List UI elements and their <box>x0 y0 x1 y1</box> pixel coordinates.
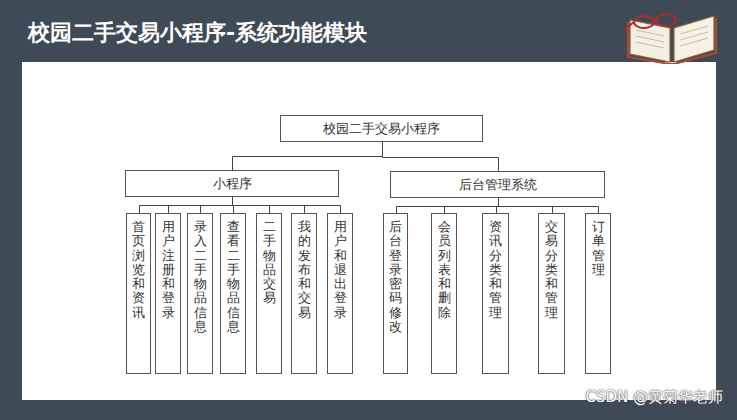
box-label: 二手物品交易 <box>263 220 276 306</box>
box-label: 校园二手交易小程序 <box>323 120 440 138</box>
tree-connector <box>233 142 383 170</box>
function-box: 订单管理 <box>585 213 611 374</box>
tree-connector <box>233 197 341 213</box>
box-label: 后台管理系统 <box>459 176 537 194</box>
box-label: 用户注册和登录 <box>162 220 175 320</box>
box-label: 录入二手物品信息 <box>194 220 207 334</box>
slide-title: 校园二手交易小程序-系统功能模块 <box>28 18 367 48</box>
module-box: 后台管理系统 <box>390 171 605 198</box>
function-box: 后台登录密码修改 <box>383 213 408 374</box>
tree-connector <box>499 198 553 213</box>
tree-connector <box>140 197 233 213</box>
box-label: 小程序 <box>213 175 252 193</box>
box-label: 用户和退出登录 <box>334 220 347 320</box>
book-illustration <box>622 8 722 64</box>
box-label: 后台登录密码修改 <box>389 220 402 334</box>
tree-connector <box>445 198 499 213</box>
function-box: 首页浏览和资讯 <box>126 213 151 374</box>
box-label: 首页浏览和资讯 <box>132 220 145 320</box>
module-box: 小程序 <box>125 170 339 197</box>
function-box: 录入二手物品信息 <box>187 213 213 374</box>
tree-connector <box>499 198 599 213</box>
box-label: 资讯分类和管理 <box>489 220 502 320</box>
function-box: 会员列表和删除 <box>431 213 457 374</box>
box-label: 我的发布和交易 <box>298 220 311 320</box>
watermark: CSDN @黄菊华老师 <box>585 388 723 407</box>
box-label: 会员列表和删除 <box>438 220 451 320</box>
box-label: 订单管理 <box>592 220 605 277</box>
box-label: 交易分类和管理 <box>545 220 558 320</box>
function-box: 资讯分类和管理 <box>482 213 509 374</box>
box-label: 查看二手物品信息 <box>227 220 240 334</box>
tree-connector <box>397 198 499 213</box>
function-box: 我的发布和交易 <box>291 213 317 374</box>
function-box: 用户和退出登录 <box>327 213 353 374</box>
tree-connector <box>169 197 233 213</box>
function-box: 二手物品交易 <box>256 213 282 374</box>
tree-connector <box>383 142 499 171</box>
module-box: 校园二手交易小程序 <box>280 115 483 142</box>
function-box: 交易分类和管理 <box>538 213 565 374</box>
function-box: 查看二手物品信息 <box>220 213 246 374</box>
tree-connector <box>201 197 233 213</box>
function-box: 用户注册和登录 <box>155 213 181 374</box>
